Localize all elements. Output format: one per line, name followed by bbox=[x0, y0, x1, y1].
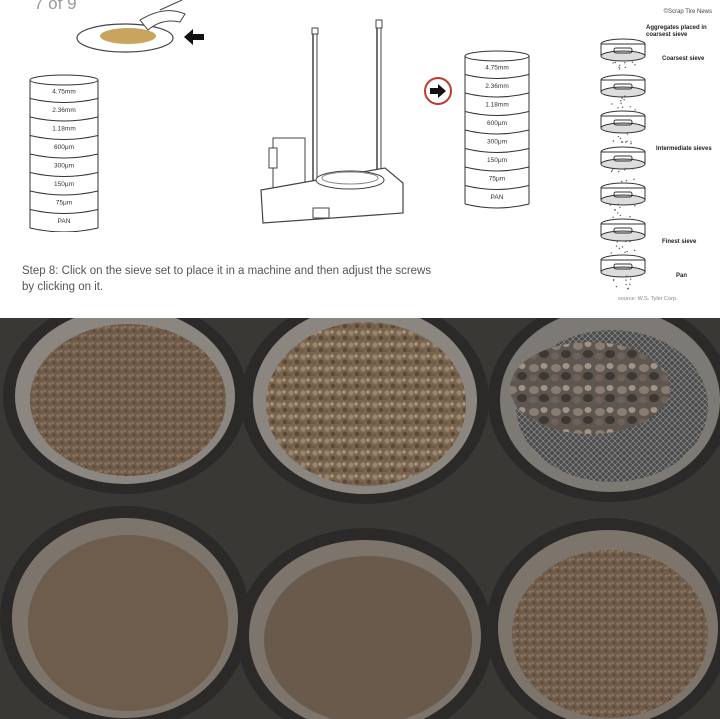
arrow-right-circle-icon[interactable] bbox=[423, 76, 453, 106]
credit-text: ©Scrap Tire News bbox=[664, 9, 712, 15]
sieve-label: 75μm bbox=[489, 175, 505, 182]
sieve-label: 4.75mm bbox=[52, 88, 75, 95]
step-caption: Step 8: Click on the sieve set to place … bbox=[22, 263, 442, 295]
label-intermediate: Intermediate sieves bbox=[656, 146, 712, 152]
instruction-panel: 7 of 9 4.75mm2.36mm1.18mm600μm300μm150μm… bbox=[0, 0, 720, 318]
sieve-shaker-machine[interactable] bbox=[255, 18, 405, 228]
sieve-label: 300μm bbox=[487, 138, 507, 145]
arrow-left-icon bbox=[182, 27, 206, 47]
label-aggregates: Aggregates placed in coarsest sieve bbox=[646, 25, 716, 39]
sieve-label: 600μm bbox=[54, 144, 74, 151]
sieve-label: 2.36mm bbox=[485, 83, 508, 90]
sieve-label: 300μm bbox=[54, 162, 74, 169]
sieve-label: 1.18mm bbox=[485, 101, 508, 108]
sieves-photo bbox=[0, 318, 720, 719]
sieve-schematic-diagram bbox=[590, 30, 656, 292]
sieve-label: 1.18mm bbox=[52, 125, 75, 132]
sieve-stack-left[interactable]: 4.75mm 2.36mm 1.18mm 600μm 300μm 150μm 75μmPAN bbox=[26, 74, 102, 232]
sieve-label: PAN bbox=[491, 194, 504, 201]
sieve-stack-right[interactable]: 4.75mm 2.36mm 1.18mm 600μm 300μm 150μm 75μmPAN bbox=[461, 50, 533, 210]
label-coarsest: Coarsest sieve bbox=[662, 56, 704, 62]
sieve-label: 4.75mm bbox=[485, 64, 508, 71]
sieve-label: 150μm bbox=[487, 157, 507, 164]
sieve-label: PAN bbox=[58, 218, 71, 225]
label-pan: Pan bbox=[676, 273, 687, 279]
source-text: source: W.S. Tyler Corp. bbox=[618, 296, 678, 302]
sieve-label: 600μm bbox=[487, 120, 507, 127]
sieve-label: 75μm bbox=[56, 199, 72, 206]
sieve-label: 2.36mm bbox=[52, 107, 75, 114]
label-finest: Finest sieve bbox=[662, 239, 696, 245]
sieve-label: 150μm bbox=[54, 181, 74, 188]
